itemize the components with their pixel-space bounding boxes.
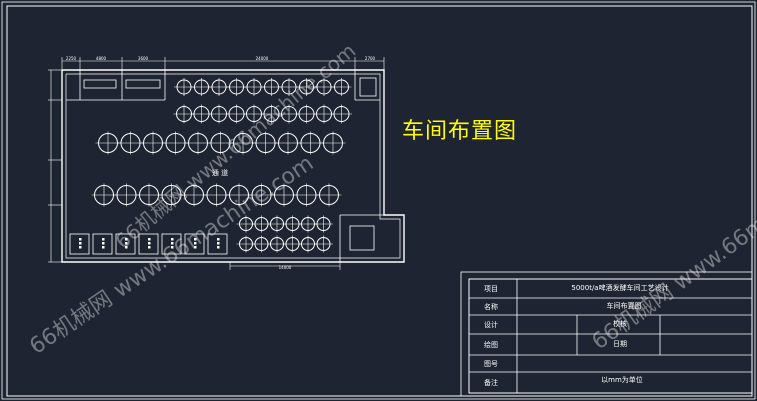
- tb-date-label: 日期: [613, 340, 627, 348]
- dim-top-1: 2250: [66, 56, 77, 61]
- left-dimension-line: [48, 69, 62, 263]
- dim-top-5: 2700: [365, 56, 376, 61]
- dim-top-4: 24000: [256, 56, 269, 61]
- tb-number-label: 图号: [484, 360, 498, 368]
- title-block: [460, 271, 753, 397]
- equipment-box-mark: [79, 242, 82, 245]
- equipment-box: [207, 233, 228, 255]
- equipment-box-mark: [125, 242, 128, 245]
- drawing-title: 车间布置图: [402, 119, 518, 144]
- tb-project-value: 5000t/a啤酒发酵车间工艺设计: [571, 283, 668, 292]
- equipment-box-mark: [217, 246, 220, 249]
- dim-top-2: 4800: [96, 56, 107, 61]
- equipment-box-mark: [217, 238, 220, 241]
- equipment-box: [138, 233, 159, 255]
- tb-remark-label: 备注: [484, 378, 498, 387]
- equipment-box-mark: [125, 238, 128, 241]
- tb-name-label: 名称: [484, 302, 498, 311]
- equipment-box-mark: [79, 246, 82, 249]
- equipment-box-mark: [148, 246, 151, 249]
- equipment-box: [115, 233, 136, 255]
- corner-room: [339, 214, 384, 262]
- top-rooms: [66, 70, 380, 101]
- equipment-box-mark: [171, 242, 174, 245]
- equipment-box-mark: [171, 238, 174, 241]
- equipment-box-mark: [148, 238, 151, 241]
- top-dimension-line: [61, 57, 385, 70]
- tb-draw-label: 绘图: [484, 340, 498, 349]
- tb-design-label: 设计: [484, 320, 498, 329]
- tb-remark-value: 以mm为单位: [601, 375, 643, 384]
- sheet-inner-border: [6, 5, 753, 397]
- tb-project-label: 项目: [484, 285, 498, 293]
- equipment-box: [92, 233, 113, 255]
- equipment-box-mark: [194, 242, 197, 245]
- tb-name-value: 车间布置图: [607, 301, 642, 310]
- equipment-box-mark: [79, 238, 82, 241]
- equipment-box: [184, 233, 205, 255]
- equipment-box-mark: [102, 246, 105, 249]
- equipment-box-mark: [102, 238, 105, 241]
- dim-top-3: 3600: [138, 56, 149, 61]
- aisle-label: 通 道: [212, 168, 228, 177]
- equipment-box: [69, 233, 90, 255]
- equipment-box: [161, 233, 182, 255]
- tb-review-label: 校核: [613, 319, 627, 328]
- fermentation-tanks: [91, 78, 352, 253]
- bottom-equipment-boxes: [69, 233, 228, 255]
- equipment-box-mark: [148, 242, 151, 245]
- equipment-box-mark: [194, 238, 197, 241]
- equipment-box-mark: [171, 246, 174, 249]
- building-walls: [61, 69, 405, 263]
- dim-bottom: 14000: [279, 265, 292, 270]
- equipment-box-mark: [125, 246, 128, 249]
- equipment-box-mark: [217, 242, 220, 245]
- equipment-box-mark: [102, 242, 105, 245]
- bottom-dimension-line: [229, 262, 341, 270]
- equipment-box-mark: [194, 246, 197, 249]
